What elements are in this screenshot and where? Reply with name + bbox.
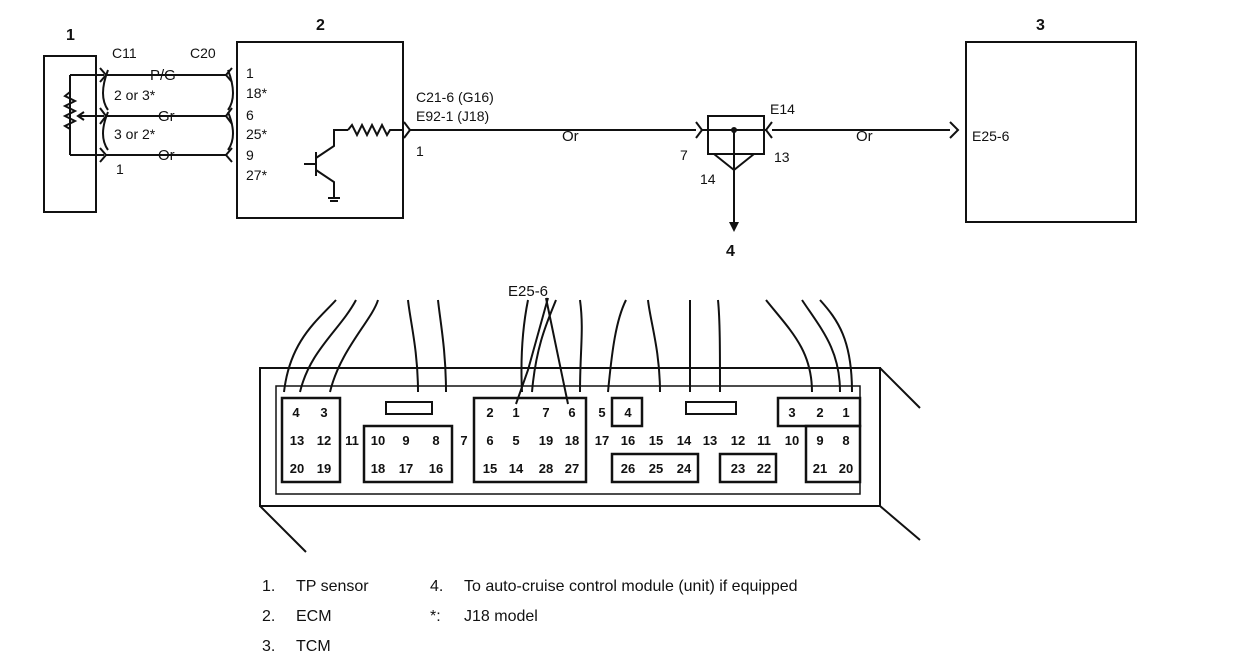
legend-item: 1.TP sensor — [262, 578, 369, 595]
tcm-box — [965, 41, 1137, 223]
ecu-pin-label: 3 — [788, 405, 795, 420]
ecu-pin-label: 7 — [542, 405, 549, 420]
ecu-pin-label: 20 — [839, 461, 853, 476]
e14-box — [707, 115, 765, 155]
ecu-pin-label: 11 — [757, 433, 771, 448]
label-e14: E14 — [770, 101, 795, 117]
ecu-pin-label: 20 — [290, 461, 304, 476]
pot-wiper — [76, 111, 88, 121]
legend-left: 1.TP sensor 2.ECM 3.TCM — [262, 572, 369, 662]
ecu-pin-label: 5 — [512, 433, 519, 448]
ecu-pin-label: 11 — [345, 433, 359, 448]
ecu-pin-label: 8 — [432, 433, 439, 448]
resistor-icon — [347, 122, 404, 138]
ecu-pin-label: 24 — [677, 461, 692, 476]
label-wire-pg: P/G — [150, 67, 176, 84]
label-sensor-terminal-a: 2 or 3* — [114, 87, 156, 103]
ecu-pin-label: 16 — [429, 461, 443, 476]
ecu-pin-label: 15 — [483, 461, 497, 476]
pot-resistor — [62, 91, 78, 130]
ecu-pin-label: 26 — [621, 461, 635, 476]
ecu-pin-label: 16 — [621, 433, 635, 448]
ecu-pin-label: 10 — [371, 433, 385, 448]
label-wire-or-sensor: Or — [158, 147, 175, 164]
label-wire-or-mid: Or — [562, 128, 579, 145]
ecu-pin-label: 7 — [460, 433, 467, 448]
ecu-pin-label: 15 — [649, 433, 663, 448]
label-auto-cruise-number: 4 — [726, 243, 735, 260]
label-tcm-number: 3 — [1036, 17, 1045, 34]
ecu-pin-label: 6 — [486, 433, 493, 448]
label-e92-1: E92-1 (J18) — [416, 108, 489, 124]
label-wire-or-right: Or — [856, 128, 873, 145]
ecu-pin-label: 17 — [595, 433, 609, 448]
label-e25-6: E25-6 — [972, 128, 1010, 144]
ecu-pin-label: 13 — [290, 433, 304, 448]
label-ecm-output-pin: 1 — [416, 143, 424, 159]
label-sensor-terminal-b: 3 or 2* — [114, 126, 156, 142]
label-e14-terminal-7: 7 — [680, 147, 688, 163]
ecu-pin-label: 8 — [842, 433, 849, 448]
legend-right: 4.To auto-cruise control module (unit) i… — [430, 572, 798, 632]
ecu-pin-label: 25 — [649, 461, 663, 476]
ecu-pin-label: 4 — [624, 405, 632, 420]
legend-item: 3.TCM — [262, 638, 331, 655]
ecu-pin-label: 18 — [371, 461, 385, 476]
ecu-pin-label: 14 — [677, 433, 692, 448]
ecu-pin-label: 4 — [292, 405, 300, 420]
ecu-pin-label: 13 — [703, 433, 717, 448]
label-sensor-terminal-1: 1 — [116, 161, 124, 177]
ecu-pin-label: 28 — [539, 461, 553, 476]
tp-sensor-box — [43, 55, 97, 213]
ecu-pin-label: 10 — [785, 433, 799, 448]
ecu-pin-label: 18 — [565, 433, 579, 448]
label-ecm-terminal-27: 27* — [246, 167, 268, 183]
ecu-pin-label: 9 — [816, 433, 823, 448]
legend-item: 4.To auto-cruise control module (unit) i… — [430, 578, 798, 595]
label-wire-gr: Gr — [158, 108, 175, 125]
ecu-pin-label: 14 — [509, 461, 524, 476]
label-tp-sensor-number: 1 — [66, 27, 75, 44]
label-c21-6: C21-6 (G16) — [416, 89, 494, 105]
label-ecm-terminal-18: 18* — [246, 85, 268, 101]
e25-connector — [949, 121, 960, 139]
label-ecm-number: 2 — [316, 17, 325, 34]
ecu-pin-label: 17 — [399, 461, 413, 476]
label-ecu-e25-6: E25-6 — [508, 283, 548, 300]
label-e14-terminal-13: 13 — [774, 149, 790, 165]
ecu-pin-label: 2 — [486, 405, 493, 420]
legend-item: *:J18 model — [430, 608, 538, 625]
ecu-pin-label: 1 — [512, 405, 519, 420]
label-c20: C20 — [190, 45, 216, 61]
ecu-pin-label: 2 — [816, 405, 823, 420]
ecu-pin-label: 22 — [757, 461, 771, 476]
ecu-pin-label: 23 — [731, 461, 745, 476]
ecu-pin-label: 5 — [598, 405, 605, 420]
ecu-pin-label: 21 — [813, 461, 827, 476]
label-ecm-terminal-1: 1 — [246, 65, 254, 81]
ecu-pin-label: 3 — [320, 405, 327, 420]
label-c11: C11 — [112, 45, 137, 61]
ecu-pin-label: 27 — [565, 461, 579, 476]
c21-connector — [403, 121, 412, 139]
ecu-pin-label: 12 — [731, 433, 745, 448]
label-ecm-terminal-9: 9 — [246, 147, 254, 163]
ecu-pin-label: 6 — [568, 405, 575, 420]
legend-item: 2.ECM — [262, 608, 332, 625]
ecu-pin-label: 12 — [317, 433, 331, 448]
ecu-pin-label: 19 — [317, 461, 331, 476]
ecu-pin-label: 1 — [842, 405, 849, 420]
label-ecm-terminal-6: 6 — [246, 107, 254, 123]
ecu-pin-label: 9 — [402, 433, 409, 448]
label-ecm-terminal-25: 25* — [246, 126, 268, 142]
ecu-pin-label: 19 — [539, 433, 553, 448]
arrow-down-icon — [729, 222, 739, 232]
label-e14-terminal-14: 14 — [700, 171, 716, 187]
splice-dot — [731, 127, 737, 133]
